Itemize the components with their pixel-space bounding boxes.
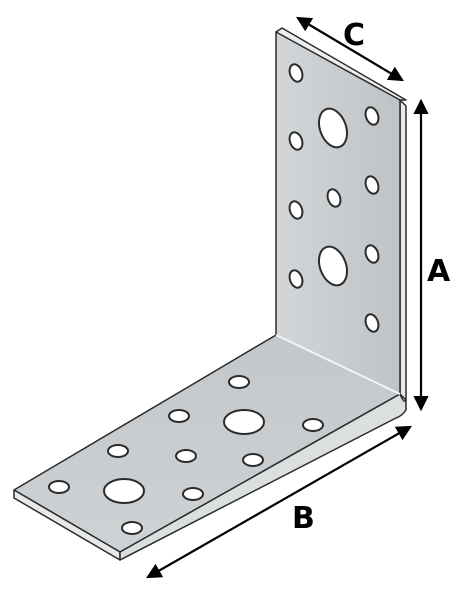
hole: [168, 409, 190, 423]
dimension-c-arrow: [296, 16, 404, 82]
dimension-b-arrow: [145, 425, 413, 579]
hole: [364, 313, 380, 333]
hole: [364, 175, 380, 195]
hole: [288, 131, 304, 151]
dimension-c-label: C: [343, 18, 365, 53]
hole: [302, 418, 324, 432]
dimension-a-label: A: [427, 254, 451, 289]
hole: [326, 188, 342, 208]
hole: [175, 449, 197, 463]
hole-large: [317, 245, 349, 287]
hole: [364, 244, 380, 264]
hole: [288, 269, 304, 289]
hole: [48, 480, 70, 494]
hole: [364, 106, 380, 126]
bend-line: [275, 334, 401, 395]
hole: [107, 444, 129, 458]
hole: [242, 453, 264, 467]
hole: [121, 521, 143, 535]
hole-large: [223, 409, 265, 435]
bracket-plate: [13, 27, 407, 561]
hole-large: [317, 107, 349, 149]
hole: [228, 375, 250, 389]
dimension-b-label: B: [292, 501, 315, 536]
hole: [288, 200, 304, 220]
hole-large: [103, 478, 145, 504]
dimension-lines: [145, 16, 429, 579]
vertical-flange-edge: [399, 99, 407, 401]
hole: [182, 487, 204, 501]
